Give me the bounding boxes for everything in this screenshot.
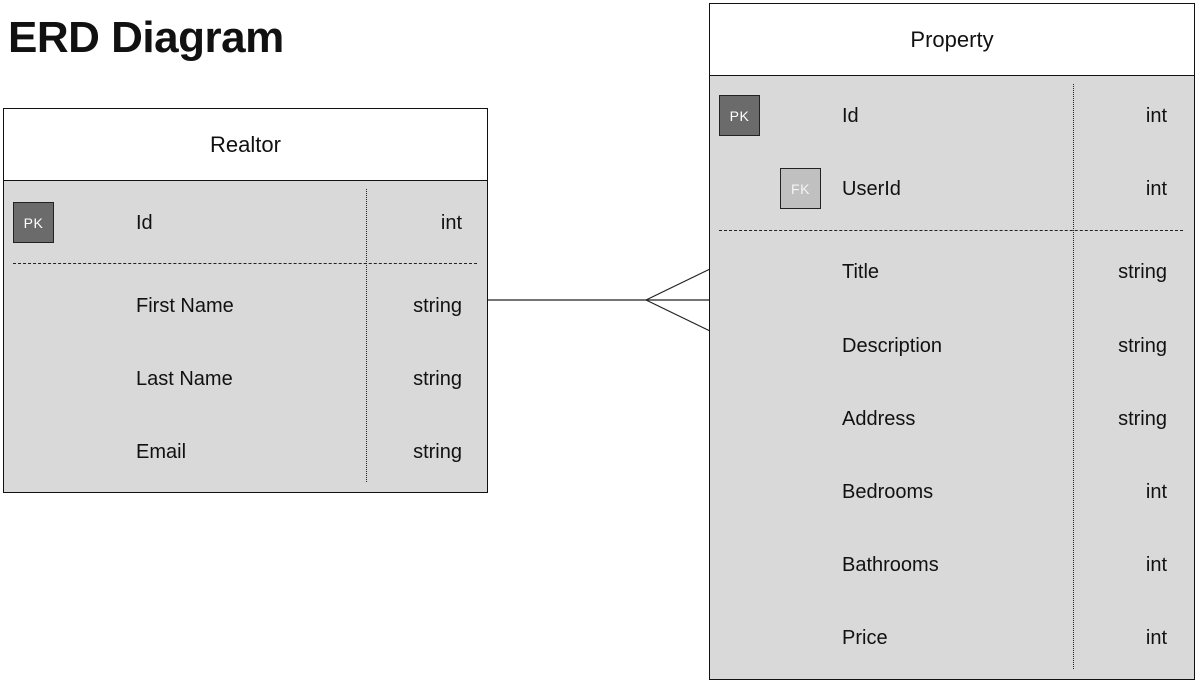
crows-foot-upper: [645, 268, 711, 301]
property-field-address-name: Address: [842, 408, 916, 430]
property-field-id-type: int: [1145, 105, 1167, 127]
property-header: Property: [710, 4, 1194, 76]
property-field-bathrooms-name: Bathrooms: [842, 554, 939, 576]
property-field-title-name: Title: [842, 261, 880, 283]
realtor-header: Realtor: [4, 109, 487, 181]
property-field-title-type: string: [1118, 261, 1167, 283]
property-field-bedrooms-type: int: [1145, 481, 1167, 503]
property-pk-badge: PK: [719, 95, 760, 136]
property-field-id-name: Id: [842, 105, 859, 127]
property-field-bathrooms-type: int: [1145, 554, 1167, 576]
crows-foot-lower: [645, 299, 711, 332]
property-field-price-name: Price: [842, 627, 888, 649]
realtor-field-lastname-name: Last Name: [136, 368, 233, 390]
property-field-description-type: string: [1118, 335, 1167, 357]
property-fk-badge: FK: [780, 168, 821, 209]
property-field-description-name: Description: [842, 335, 943, 357]
property-key-divider: [719, 230, 1183, 231]
page-title: ERD Diagram: [8, 13, 284, 62]
property-field-address-type: string: [1118, 408, 1167, 430]
realtor-entity[interactable]: Realtor PK Id int First Name string Last…: [3, 108, 488, 493]
realtor-field-firstname-type: string: [413, 295, 462, 317]
property-field-userid-name: UserId: [842, 178, 901, 200]
realtor-pk-badge: PK: [13, 202, 54, 243]
realtor-field-id-type: int: [440, 212, 462, 234]
property-field-userid-type: int: [1145, 178, 1167, 200]
realtor-field-email-name: Email: [136, 441, 187, 463]
realtor-column-divider: [366, 189, 367, 482]
realtor-field-id-name: Id: [136, 212, 153, 234]
property-field-bedrooms-name: Bedrooms: [842, 481, 934, 503]
realtor-field-email-type: string: [413, 441, 462, 463]
realtor-field-firstname-name: First Name: [136, 295, 234, 317]
property-field-price-type: int: [1145, 627, 1167, 649]
realtor-key-divider: [13, 263, 477, 264]
realtor-field-lastname-type: string: [413, 368, 462, 390]
property-column-divider: [1073, 84, 1074, 669]
property-entity[interactable]: Property PK Id int FK UserId int Title s…: [709, 3, 1195, 680]
